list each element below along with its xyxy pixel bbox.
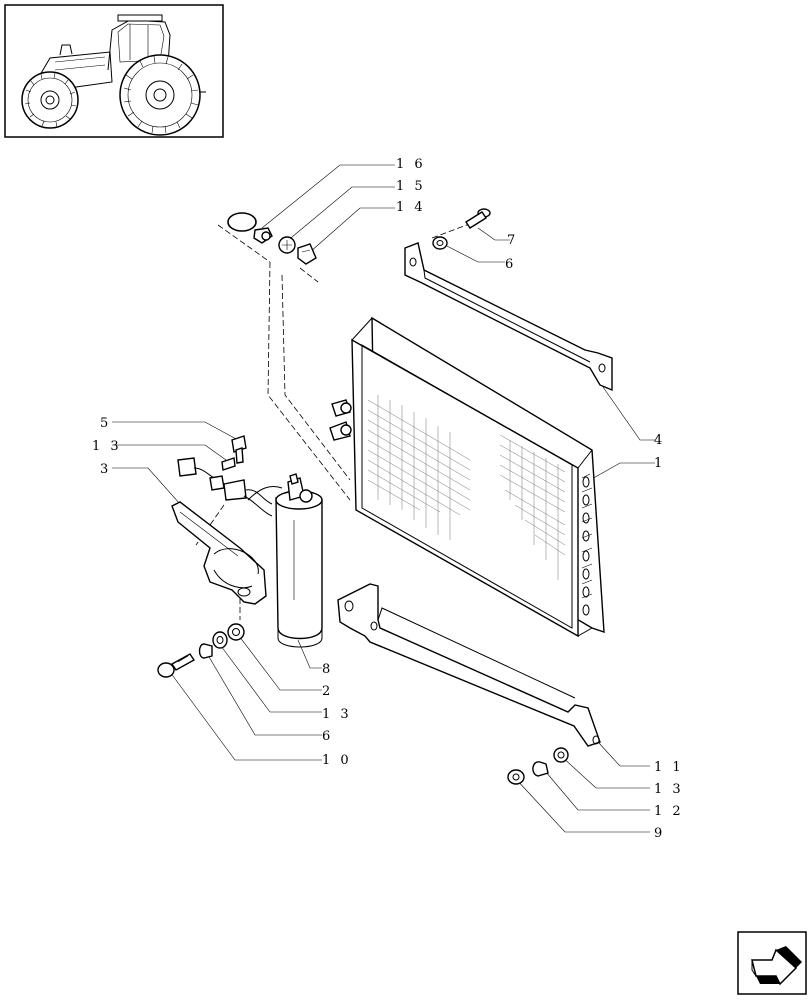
condenser-mesh xyxy=(367,395,566,580)
clamp-bracket-part-3[interactable] xyxy=(171,501,267,605)
tractor-thumbnail-icon[interactable] xyxy=(4,4,224,138)
lock-washer-part-12[interactable] xyxy=(532,761,549,777)
leader-lines xyxy=(112,164,655,833)
callout-12[interactable]: 1 2 xyxy=(654,804,684,819)
callout-11[interactable]: 1 1 xyxy=(654,760,684,775)
bolt-part-10[interactable] xyxy=(157,653,196,678)
callout-7[interactable]: 7 xyxy=(507,233,518,248)
callout-14[interactable]: 1 4 xyxy=(396,200,426,215)
lock-washer-part-6-b[interactable] xyxy=(198,643,213,659)
arrow-navigation-icon[interactable] xyxy=(737,931,807,995)
callout-1[interactable]: 1 xyxy=(654,456,665,471)
nut-part-2[interactable] xyxy=(227,623,245,641)
callout-2[interactable]: 2 xyxy=(322,684,333,699)
bracket-part-4[interactable] xyxy=(404,242,613,392)
callout-6-b[interactable]: 6 xyxy=(322,729,333,744)
callout-6-top[interactable]: 6 xyxy=(505,257,516,272)
washer-part-6-top[interactable] xyxy=(432,236,448,250)
washer-part-15[interactable] xyxy=(278,236,296,254)
o-ring-part-13-a[interactable] xyxy=(221,457,236,471)
callout-10[interactable]: 1 0 xyxy=(322,753,352,768)
receiver-drier-part-8[interactable] xyxy=(177,457,323,648)
pressure-switch-part-16[interactable] xyxy=(227,212,273,244)
callout-13-c[interactable]: 1 3 xyxy=(654,782,684,797)
callout-13-b[interactable]: 1 3 xyxy=(322,707,352,722)
washer-part-13-c[interactable] xyxy=(553,747,569,763)
callout-8[interactable]: 8 xyxy=(322,662,333,677)
clip-part-14[interactable] xyxy=(297,243,317,265)
callout-16[interactable]: 1 6 xyxy=(396,157,426,172)
callout-5[interactable]: 5 xyxy=(100,416,111,431)
nut-part-9[interactable] xyxy=(507,769,525,785)
callout-13-a[interactable]: 1 3 xyxy=(92,439,122,454)
valve-part-5[interactable] xyxy=(231,435,247,464)
callout-3[interactable]: 3 xyxy=(100,462,111,477)
washer-part-13-b[interactable] xyxy=(212,631,228,649)
callout-9[interactable]: 9 xyxy=(654,826,665,841)
callout-4[interactable]: 4 xyxy=(654,433,665,448)
callout-15[interactable]: 1 5 xyxy=(396,179,426,194)
condenser-part-1[interactable] xyxy=(329,316,605,638)
bolt-part-7[interactable] xyxy=(465,208,491,229)
callout-labels: 1 6 1 5 1 4 7 6 5 1 3 3 4 1 8 2 1 3 6 1 … xyxy=(92,157,684,841)
bracket-part-11[interactable] xyxy=(337,583,601,747)
